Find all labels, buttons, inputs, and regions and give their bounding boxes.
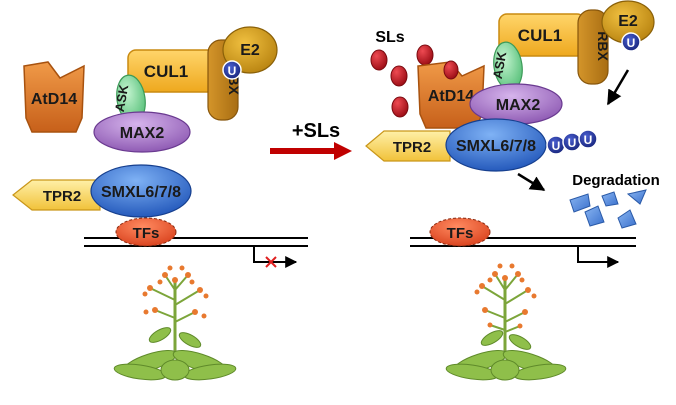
max2-protein-left: MAX2: [93, 111, 191, 153]
max2-label-left: MAX2: [120, 125, 165, 142]
atd14-protein-left: AtD14: [23, 61, 85, 133]
ubiquitin-right: U: [621, 32, 641, 52]
bound-sl-molecule: [443, 60, 459, 80]
rbx-protein-right: RBX: [577, 9, 611, 85]
cul1-label-left: CUL1: [144, 62, 188, 81]
smxl-protein-left: SMXL6/7/8: [90, 164, 192, 218]
tpr2-protein-left: TPR2: [12, 179, 101, 211]
ubiquitin-chain-label: U: [584, 133, 593, 147]
treatment-arrow: +SLs: [270, 120, 352, 160]
fragment: [601, 191, 619, 207]
tfs-protein-left: TFs: [115, 217, 177, 247]
ask-label-left: ASK: [112, 83, 132, 113]
ubiquitin-chain: U U U: [546, 129, 598, 155]
active-transcription-arrow: [577, 246, 620, 268]
sl-molecule: [391, 96, 409, 118]
atd14-label-right: AtD14: [428, 88, 474, 105]
smxl-fragments: [569, 189, 647, 229]
ubiquitin-label-left: U: [228, 64, 237, 78]
max2-protein-right: MAX2: [469, 83, 563, 125]
max2-label-right: MAX2: [496, 97, 541, 114]
fragment: [617, 209, 637, 229]
right-panel: SLs CUL1 RBX E2 U ASK: [365, 0, 660, 381]
e2-label-left: E2: [240, 42, 260, 59]
ubiquitin-left: U: [222, 60, 242, 80]
e2-enzyme-left: E2: [222, 26, 278, 74]
rbx-label-right: RBX: [595, 31, 611, 61]
atd14-protein-right: AtD14: [417, 60, 485, 129]
ask-protein-right: ASK: [490, 41, 523, 91]
ubiquitin-chain-unit: U: [562, 132, 582, 152]
plant-left: [113, 265, 237, 381]
treatment-label: +SLs: [292, 120, 340, 142]
tfs-protein-right: TFs: [429, 217, 491, 247]
ask-protein-left: ASK: [112, 74, 146, 124]
dna-left: [84, 237, 308, 247]
fragment: [584, 205, 605, 227]
smxl-protein-right: SMXL6/7/8: [445, 118, 547, 172]
tfs-label-right: TFs: [447, 225, 474, 242]
left-panel: AtD14 CUL1 RBX E2 U ASK MAX2: [12, 26, 308, 381]
atd14-label-left: AtD14: [31, 91, 77, 108]
sls-label: SLs: [375, 29, 404, 46]
smxl-label-left: SMXL6/7/8: [101, 184, 181, 201]
degradation-label: Degradation: [572, 172, 660, 189]
tpr2-label-right: TPR2: [393, 139, 431, 156]
fragment: [569, 193, 591, 213]
ask-label-right: ASK: [490, 50, 510, 80]
ubiquitin-label-right: U: [627, 36, 636, 50]
cul1-protein-right: CUL1: [498, 13, 586, 57]
cul1-label-right: CUL1: [518, 26, 562, 45]
sl-molecule: [416, 44, 434, 66]
sl-molecule: [370, 49, 388, 71]
blocked-transcription-arrow: [253, 246, 298, 268]
fragment: [626, 189, 647, 205]
tpr2-label-left: TPR2: [43, 188, 81, 205]
ubiquitin-chain-unit: U: [546, 135, 566, 155]
ubiquitin-chain-unit: U: [578, 129, 598, 149]
degradation-arrow: [517, 172, 546, 192]
e2-label-right: E2: [618, 13, 638, 30]
tfs-label-left: TFs: [133, 225, 160, 242]
smxl-label-right: SMXL6/7/8: [456, 138, 536, 155]
sl-molecule: [390, 65, 408, 87]
ubiquitin-chain-label: U: [552, 139, 561, 153]
plant-right: [445, 263, 567, 381]
ubiquitin-transfer-arrow: [606, 69, 630, 106]
sl-molecules: [370, 44, 434, 118]
ubiquitin-chain-label: U: [568, 136, 577, 150]
tpr2-protein-right: TPR2: [365, 130, 451, 162]
e2-enzyme-right: E2: [601, 0, 655, 44]
